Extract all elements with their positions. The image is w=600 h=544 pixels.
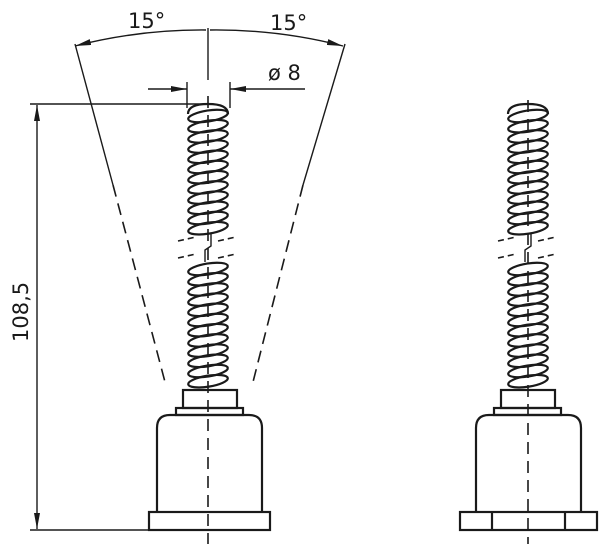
break-mark [177,253,197,259]
spring-left [177,102,237,389]
break-mark [177,236,197,242]
body-left [155,413,264,512]
break-mark [537,236,557,242]
angle-limit-right [302,43,346,186]
break-mark [217,253,237,259]
spring-coil [187,220,229,236]
diameter-dimension: ø 8 [148,61,305,108]
height-dimension: 108,5 [9,103,205,531]
spring-assembly-side-view [147,96,272,544]
angle-limit-right-dashed [252,184,304,383]
base-plate-left [147,510,272,532]
angle-limit-left [74,43,114,186]
angle-label-left: 15° [128,9,165,33]
spring-coil [507,220,549,236]
break-mark [497,253,517,259]
spring-right [497,102,557,389]
angle-arc-left [74,29,207,47]
diameter-label: ø 8 [268,61,301,85]
angle-dimension: 15° 15° [74,9,346,383]
break-mark [497,236,517,242]
angle-limit-left-dashed [112,184,166,383]
spring-coil [187,373,229,389]
break-mark [537,253,557,259]
break-mark [217,236,237,242]
height-label: 108,5 [9,282,33,342]
spring-assembly-front-view [458,100,599,544]
nut-left [181,388,239,410]
angle-label-right: 15° [270,11,307,35]
angle-arc-right [209,29,344,47]
break-zigzag [524,234,532,262]
spring-coil [507,373,549,389]
